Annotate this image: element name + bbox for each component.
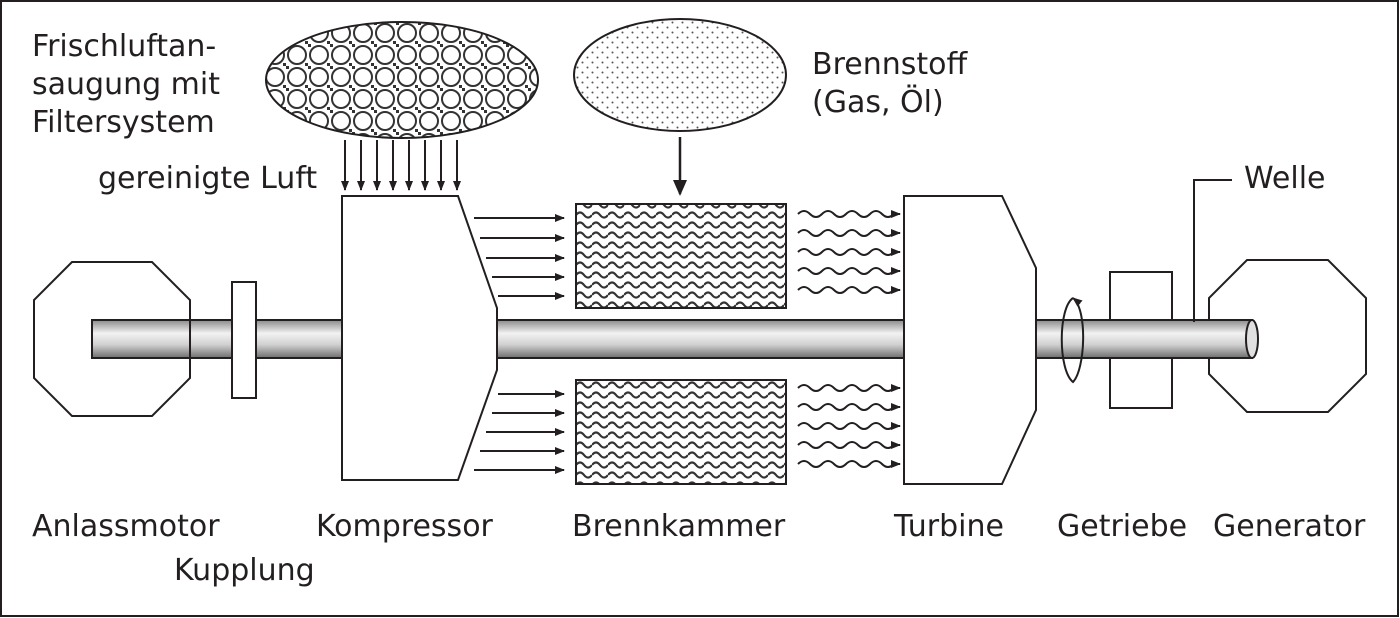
shaft-label: Welle [1244,161,1326,196]
turbine-label: Turbine [893,509,1004,544]
intake-label-line1: Frischluftan- [32,29,216,64]
intake-label-line2: saugung mit [32,67,220,102]
combustion-chamber-bottom [575,379,787,485]
intake-label-line3: Filtersystem [32,105,215,140]
compressed-air-arrows-bottom [474,390,565,474]
fuel-label-line2: (Gas, Öl) [812,84,944,120]
clean-air-label: gereinigte Luft [98,161,317,196]
gearbox-label: Getriebe [1057,509,1187,544]
rotation-arrow-icon [1060,297,1085,384]
coupling-label: Kupplung [174,553,315,588]
coupling-shape [231,281,257,399]
compressor-shape [341,195,498,481]
fuel-label-line1: Brennstoff [812,47,968,82]
shaft-leader-line [1193,179,1232,322]
hot-gas-arrows [797,210,901,468]
shaft-stub-left [91,319,191,359]
compressor-label: Kompressor [316,509,494,544]
starter-motor-label: Anlassmotor [32,509,220,544]
fuel-shape [573,18,787,132]
air-filter-shape [265,21,539,139]
turbine-shape [903,195,1037,485]
generator-label: Generator [1213,509,1366,544]
shaft-end [1245,319,1259,359]
shaft-segment-mid [496,319,905,359]
combustion-chamber-top [575,203,787,309]
combustion-chamber-label: Brennkammer [572,509,786,544]
intake-arrows [341,140,461,191]
shaft-segment-right [1035,319,1253,359]
compressed-air-arrows-top [474,214,565,300]
